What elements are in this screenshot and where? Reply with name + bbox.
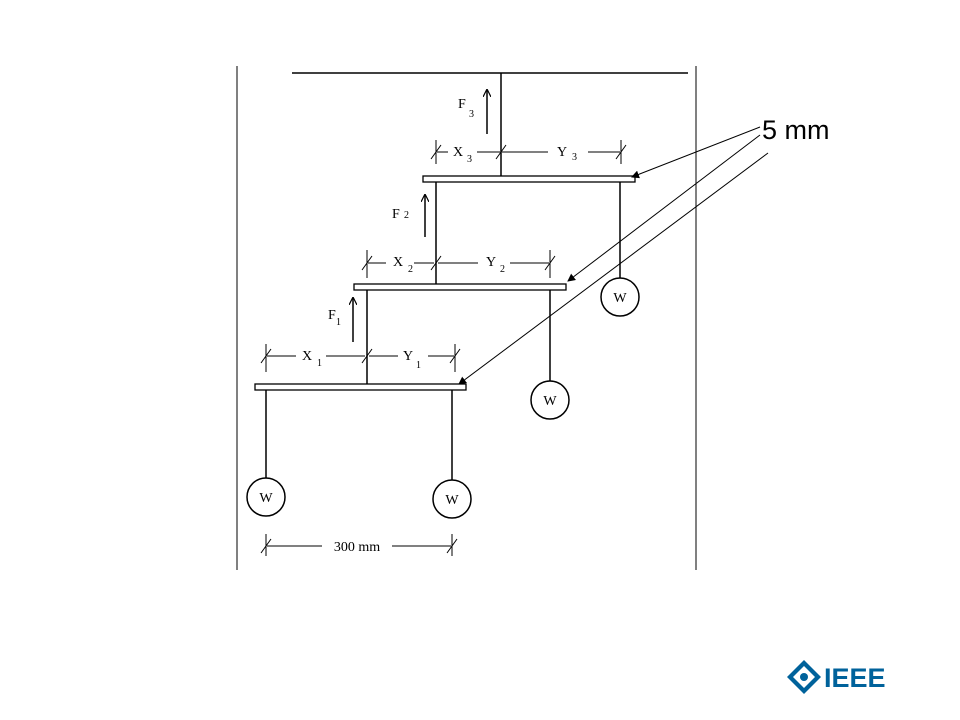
x1-label: X <box>302 349 312 364</box>
bar-1 <box>254 383 467 391</box>
dim-slash <box>430 144 442 160</box>
weight-label: W <box>259 491 273 506</box>
dim-slash <box>361 255 373 271</box>
dim-slash <box>446 538 458 554</box>
callout-label: 5 mm <box>762 115 830 145</box>
leader-to-bar-1 <box>458 152 769 385</box>
x2-label: X <box>393 255 403 270</box>
dim-slash <box>260 538 272 554</box>
leader-to-bar-3 <box>631 126 761 179</box>
x2-subscript: 2 <box>408 264 413 275</box>
x1-subscript: 1 <box>317 358 322 369</box>
y1-label: Y <box>403 349 413 364</box>
f2-label: F <box>392 207 400 222</box>
weight-bar2-right <box>530 380 570 420</box>
f1-subscript: 1 <box>336 317 341 328</box>
weight-label: W <box>543 394 557 409</box>
f1-label: F <box>328 308 336 323</box>
f2-subscript: 2 <box>404 210 409 221</box>
weight-label: W <box>445 493 459 508</box>
weight-bar1-right <box>432 479 472 519</box>
dim-slash <box>615 144 627 160</box>
y1-subscript: 1 <box>416 360 421 371</box>
bar-2 <box>353 283 567 291</box>
leader-to-bar-2 <box>567 134 761 282</box>
f3-label: F <box>458 97 466 112</box>
dim-slash <box>260 348 272 364</box>
bar-3 <box>422 175 636 183</box>
dim-slash <box>544 255 556 271</box>
dim-slash <box>449 348 461 364</box>
dim-slash <box>361 348 373 364</box>
dim-slash <box>430 255 442 271</box>
ieee-diamond-dot <box>800 673 808 681</box>
weight-bar3-right <box>600 277 640 317</box>
y3-subscript: 3 <box>572 152 577 163</box>
ieee-logo: IEEE <box>787 660 886 694</box>
x3-label: X <box>453 145 463 160</box>
weight-bar1-left <box>246 477 286 517</box>
x3-subscript: 3 <box>467 154 472 165</box>
span-label: 300 mm <box>334 540 380 555</box>
f3-subscript: 3 <box>469 109 474 120</box>
y2-subscript: 2 <box>500 264 505 275</box>
weight-label: W <box>613 291 627 306</box>
ieee-wordmark: IEEE <box>824 663 886 693</box>
y3-label: Y <box>557 145 567 160</box>
dim-slash <box>495 144 507 160</box>
y2-label: Y <box>486 255 496 270</box>
